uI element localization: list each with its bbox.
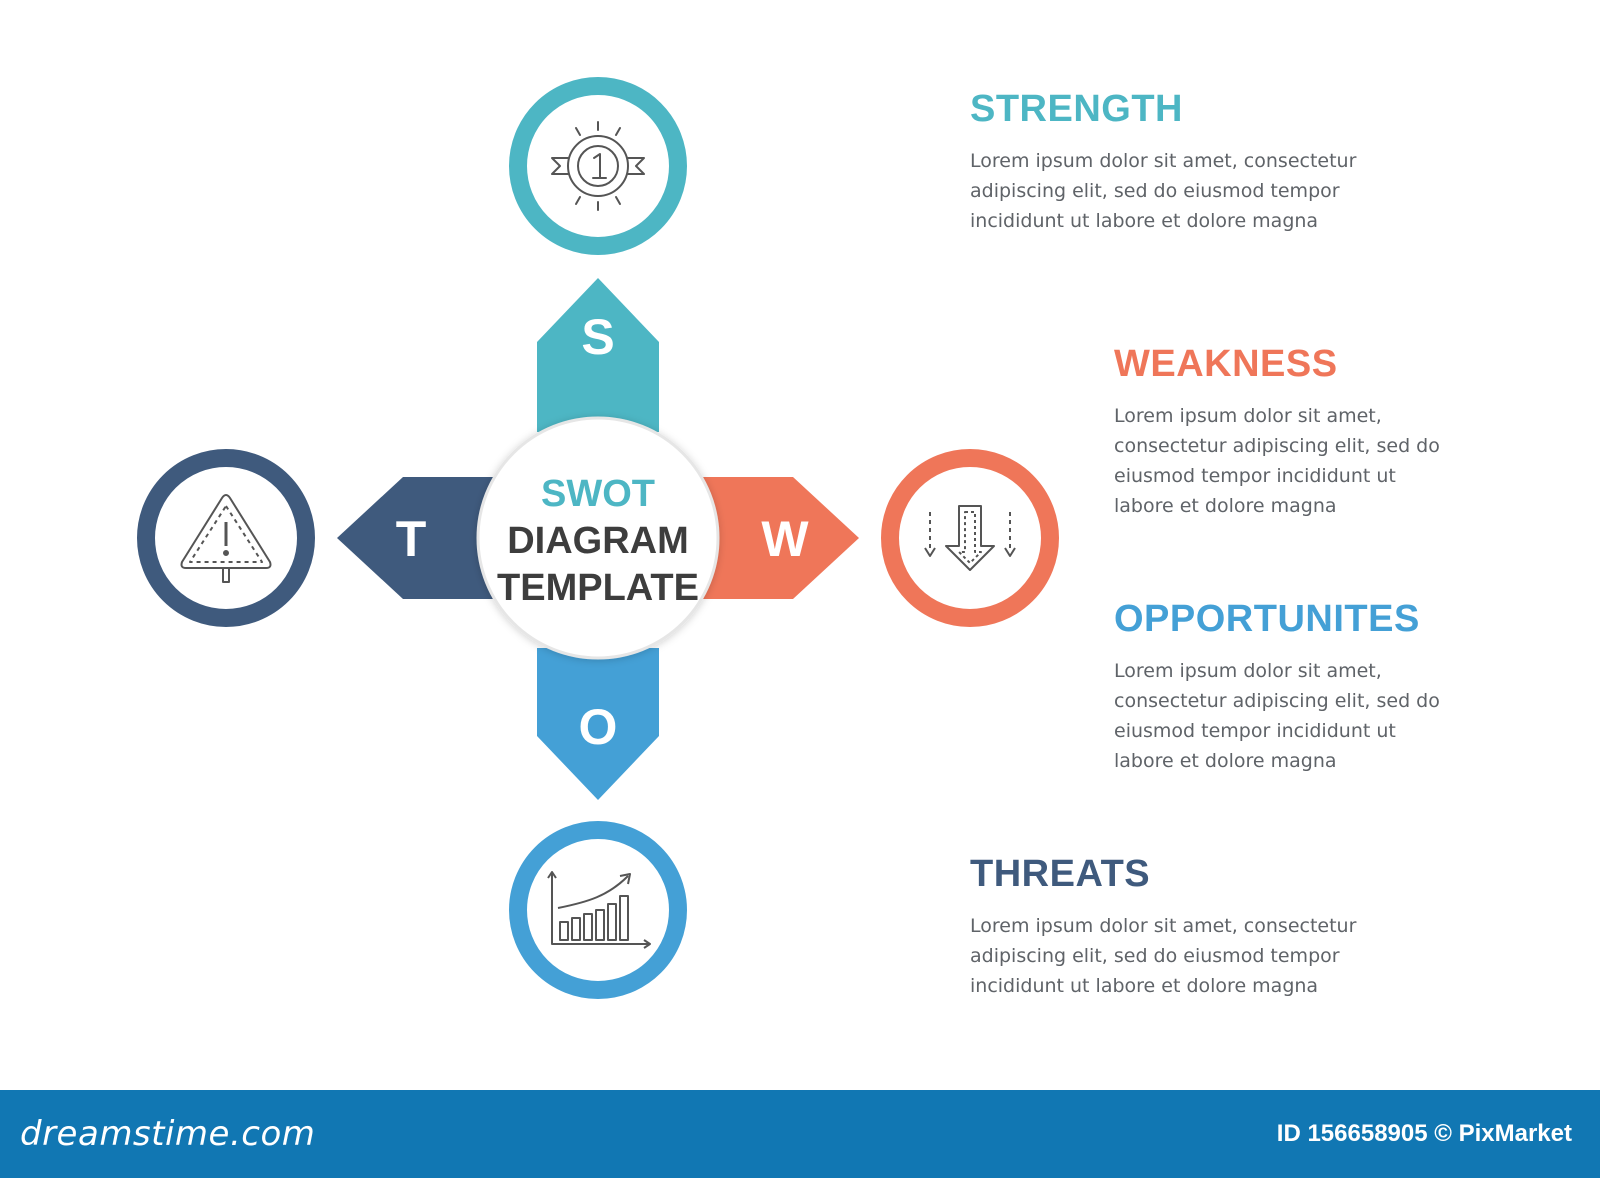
center-title-template: TEMPLATE xyxy=(497,567,699,609)
strength-arm xyxy=(537,278,659,432)
opportunities-arm xyxy=(537,648,659,800)
growth-chart-icon xyxy=(547,871,651,949)
strength-section: STRENGTH Lorem ipsum dolor sit amet, con… xyxy=(970,86,1410,236)
threats-section: THREATS Lorem ipsum dolor sit amet, cons… xyxy=(970,851,1410,1001)
threats-description: Lorem ipsum dolor sit amet, consectetur … xyxy=(970,915,1357,997)
weakness-arm xyxy=(700,477,859,599)
footer-logo[interactable]: dreamstime.com xyxy=(20,1114,316,1154)
strength-title: STRENGTH xyxy=(970,88,1183,130)
opportunities-description: Lorem ipsum dolor sit amet, consectetur … xyxy=(1114,660,1440,772)
center-circle xyxy=(476,416,720,660)
footer-image-id: ID 156658905 © PixMarket xyxy=(1276,1120,1572,1147)
threats-title: THREATS xyxy=(970,853,1151,895)
opportunities-title: OPPORTUNITES xyxy=(1114,598,1420,640)
strength-icon-ring xyxy=(509,77,687,255)
strength-description: Lorem ipsum dolor sit amet, consectetur … xyxy=(970,150,1357,232)
weakness-arm-letter: W xyxy=(761,511,809,567)
warning-sign-icon xyxy=(180,494,272,583)
weakness-description: Lorem ipsum dolor sit amet, consectetur … xyxy=(1114,405,1440,517)
center-title-swot: SWOT xyxy=(541,473,655,515)
opportunities-arm-letter: O xyxy=(579,699,618,755)
weakness-icon-ring xyxy=(881,449,1059,627)
strength-arm-letter: S xyxy=(581,309,614,365)
footer-bar: dreamstime.com ID 156658905 © PixMarket xyxy=(0,1090,1600,1178)
center-title-diagram: DIAGRAM xyxy=(507,520,689,562)
down-arrow-icon xyxy=(924,505,1016,571)
award-medal-icon xyxy=(551,121,645,211)
threats-arm-letter: T xyxy=(396,511,427,567)
weakness-section: WEAKNESS Lorem ipsum dolor sit amet, con… xyxy=(1114,341,1474,521)
opportunities-section: OPPORTUNITES Lorem ipsum dolor sit amet,… xyxy=(1114,596,1474,776)
threats-arm xyxy=(337,477,496,599)
swot-diagram: S O W T SWOT DIAGRAM TEMPLATE xyxy=(137,77,1059,999)
weakness-title: WEAKNESS xyxy=(1114,343,1338,385)
